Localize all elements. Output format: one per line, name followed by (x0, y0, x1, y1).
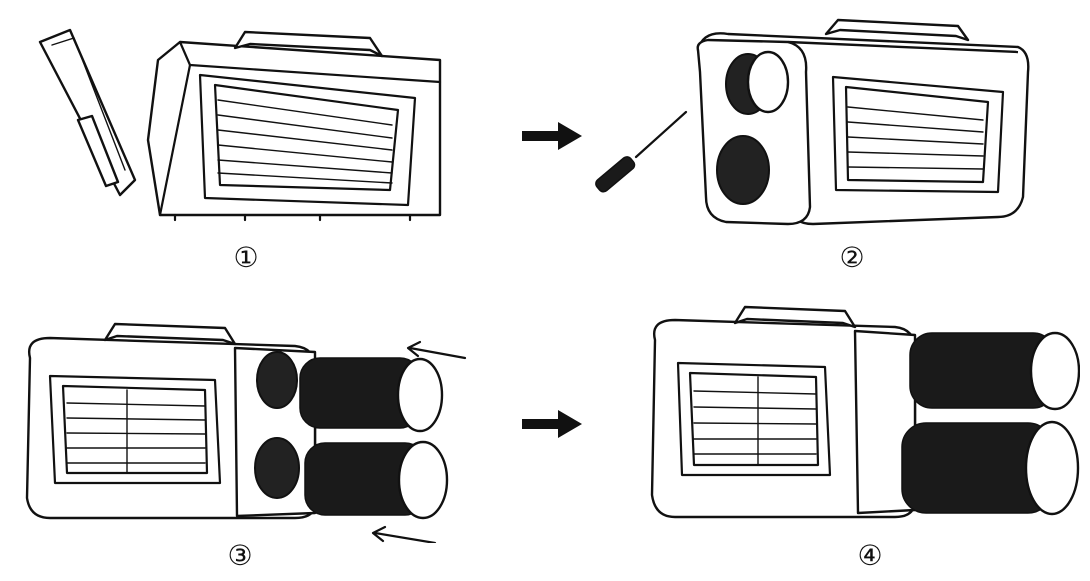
step-3-illustration (15, 318, 485, 543)
insert-direction-arrows (371, 340, 467, 543)
right-arrow-icon (520, 408, 585, 440)
unit-body (650, 305, 917, 519)
right-arrow-icon (520, 120, 585, 152)
step-1-illustration (30, 20, 470, 230)
step-2-illustration (578, 12, 1048, 232)
step-4-illustration (640, 305, 1080, 535)
unit-body (696, 18, 1030, 226)
step-label-3: ③ (227, 539, 253, 572)
intake-hose (304, 440, 449, 520)
exhaust-hose (909, 331, 1080, 411)
intake-hose (901, 420, 1080, 516)
screwdriver-icon (595, 110, 688, 193)
intake-opening (716, 135, 770, 205)
exhaust-hose (299, 357, 444, 433)
detached-back-cover (38, 28, 137, 197)
unit-body (25, 322, 317, 520)
step-label-4: ④ (857, 539, 883, 572)
unit-body (146, 30, 442, 222)
step-label-1: ① (233, 241, 259, 274)
step-label-2: ② (839, 241, 865, 274)
